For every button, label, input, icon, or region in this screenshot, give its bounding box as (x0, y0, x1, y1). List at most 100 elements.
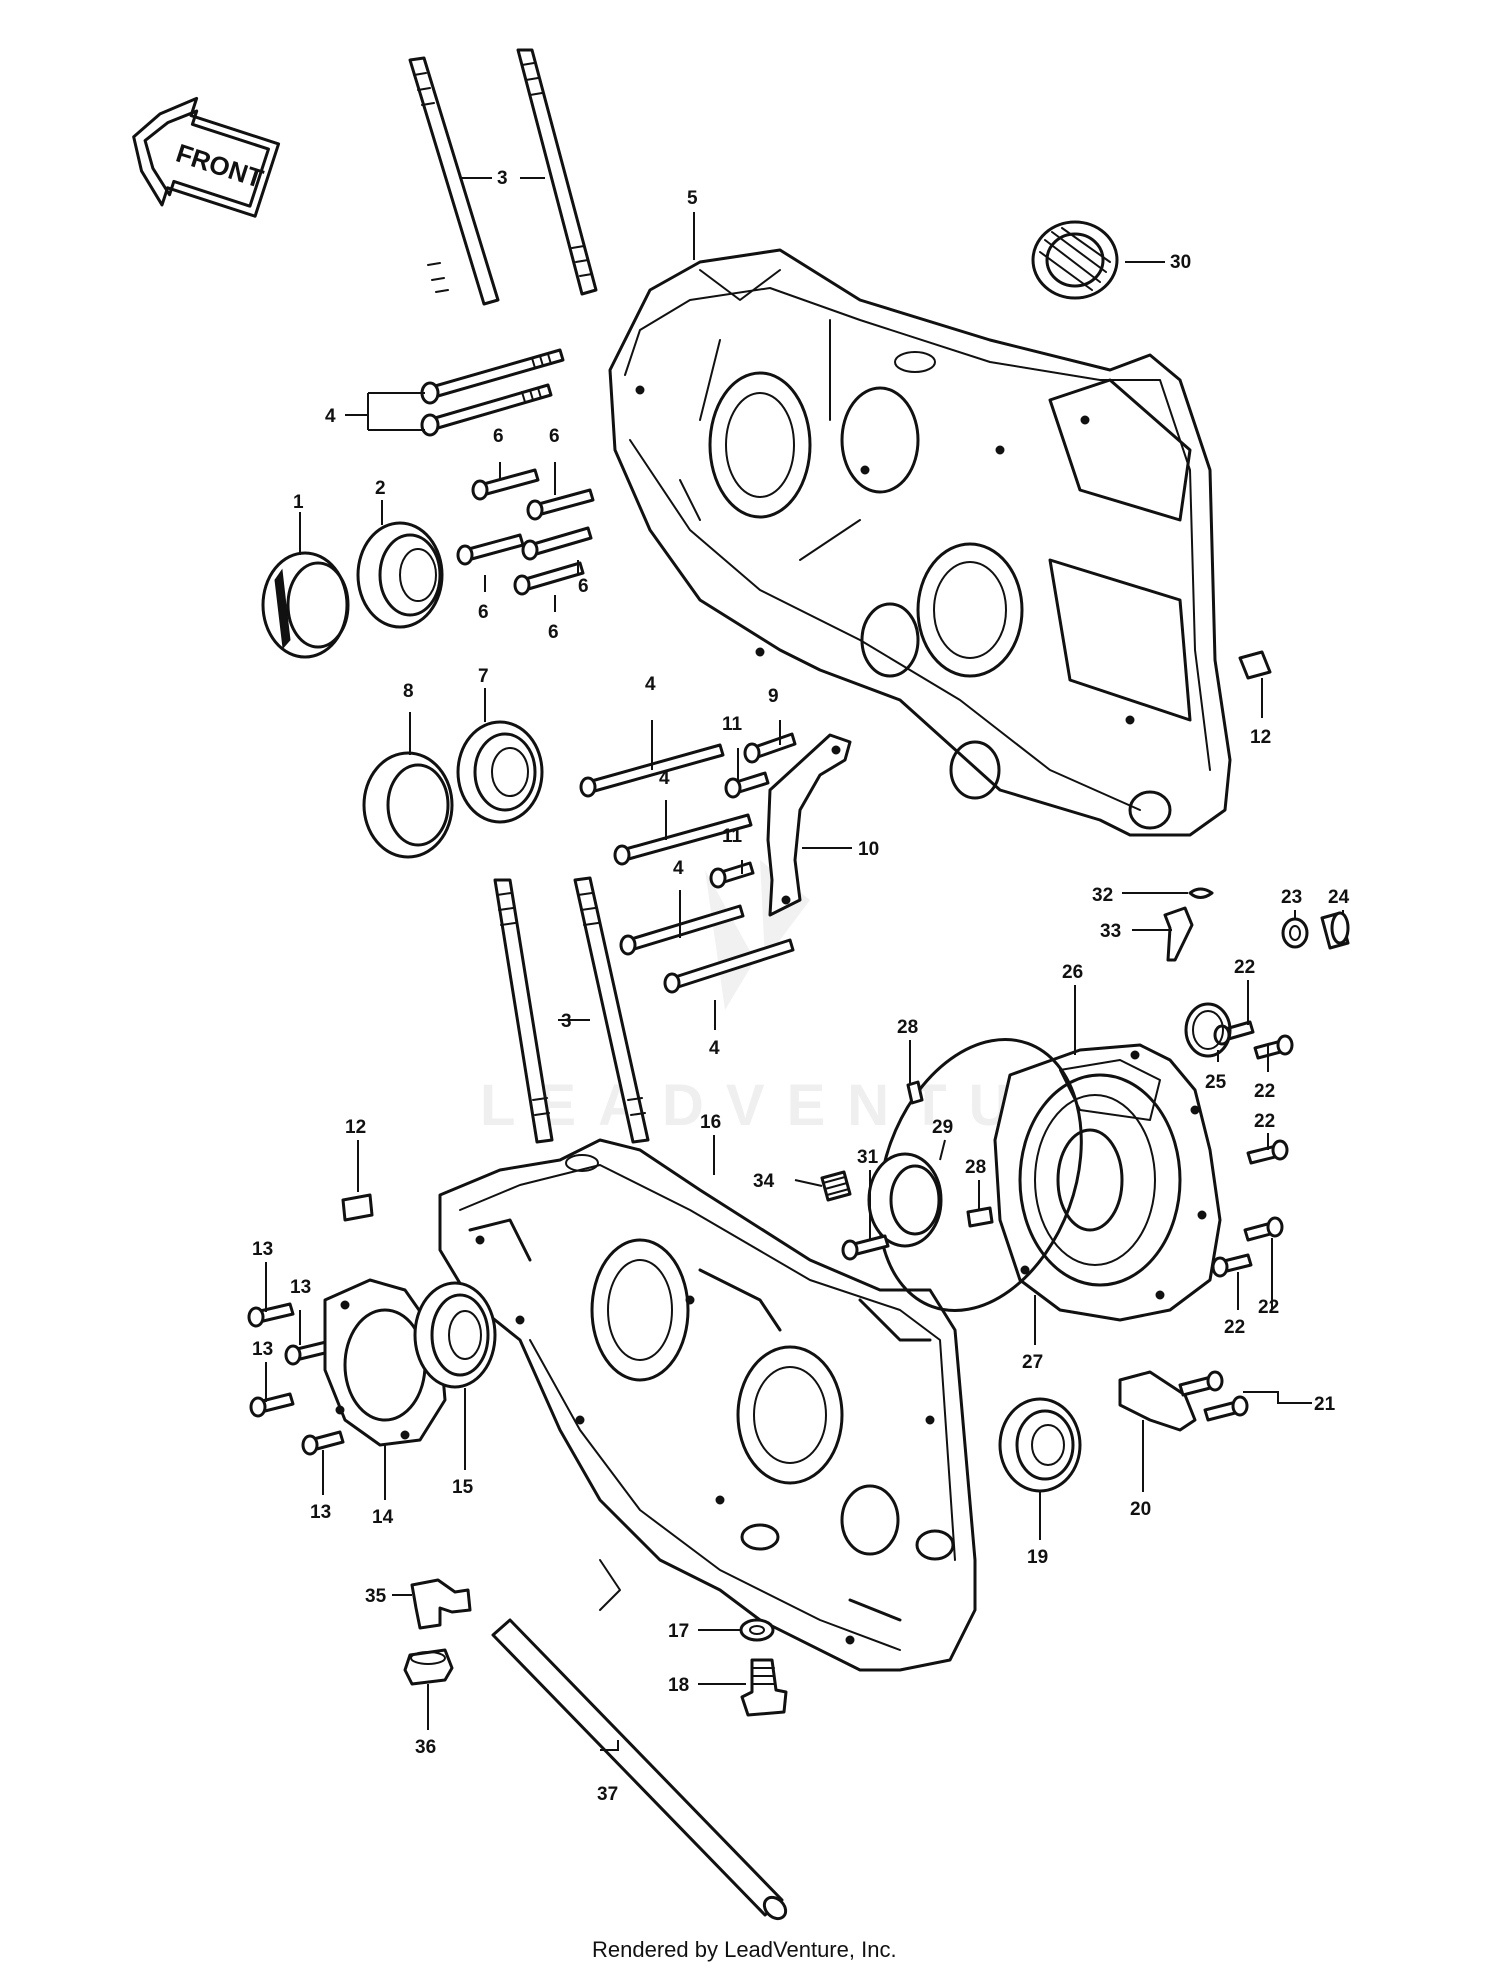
callout-19: 19 (1027, 1547, 1048, 1568)
callout-18: 18 (668, 1675, 689, 1696)
stud-upper-pair (408, 48, 598, 306)
crankcase-upper-half (608, 248, 1232, 837)
collar-24 (1320, 911, 1350, 950)
snap-ring (1184, 1002, 1232, 1058)
callout-3-lower: 3 (561, 1011, 572, 1032)
callout-31: 31 (857, 1147, 879, 1168)
breather-fitting (1163, 906, 1194, 962)
callout-22-e: 22 (1258, 1297, 1279, 1318)
callout-37: 37 (597, 1784, 618, 1805)
callout-4-mid-b: 4 (659, 768, 670, 789)
callout-12-lower: 12 (345, 1117, 366, 1138)
stud-lower-pair (493, 876, 650, 1144)
callout-33: 33 (1100, 921, 1121, 942)
ball-bearing-lower-left (456, 720, 544, 824)
callout-27: 27 (1022, 1352, 1043, 1373)
front-direction-arrow: FRONT (132, 96, 281, 218)
callout-6-b: 6 (549, 426, 560, 447)
stopper-plate (1118, 1370, 1197, 1432)
plate-screws-13 (247, 1302, 345, 1456)
callout-36: 36 (415, 1737, 436, 1758)
callout-2: 2 (375, 478, 386, 499)
callout-labels: 3 5 30 4 6 6 1 2 6 6 6 8 7 4 9 11 4 11 1… (252, 168, 1350, 1805)
o-ring-cover (877, 1037, 1083, 1313)
chain-guide-bracket (766, 733, 852, 917)
callout-4-mid-d: 4 (709, 1038, 720, 1059)
callout-22-b: 22 (1254, 1081, 1275, 1102)
callout-7: 7 (478, 666, 489, 687)
elbow-fitting (410, 1578, 472, 1630)
callout-15: 15 (452, 1477, 474, 1498)
ball-bearing-left (356, 521, 444, 629)
cover-screws-set (1211, 1020, 1294, 1278)
callout-25: 25 (1205, 1072, 1227, 1093)
oil-seal-lower-left (362, 751, 454, 859)
crankcase-side-cover (993, 1043, 1222, 1322)
callout-22-a: 22 (1234, 957, 1255, 978)
callout-20: 20 (1130, 1499, 1151, 1520)
callout-17: 17 (668, 1621, 689, 1642)
callout-9: 9 (768, 686, 779, 707)
callout-4-mid-c: 4 (673, 858, 684, 879)
stopper-screws-21 (1178, 1370, 1249, 1422)
callout-6-a: 6 (493, 426, 504, 447)
callout-35: 35 (365, 1586, 387, 1607)
callout-22-d: 22 (1224, 1317, 1245, 1338)
callout-11-b: 11 (722, 826, 743, 847)
callout-22-c: 22 (1254, 1111, 1275, 1132)
dowel-pin-28-upper (906, 1080, 924, 1105)
bolts-short-set (456, 468, 595, 596)
callout-26: 26 (1062, 962, 1083, 983)
callout-34: 34 (753, 1171, 775, 1192)
callout-1: 1 (293, 492, 304, 513)
callout-10: 10 (858, 839, 879, 860)
needle-bearing-cage (1031, 220, 1119, 300)
callout-24: 24 (1328, 887, 1350, 908)
callout-16: 16 (700, 1112, 721, 1133)
oil-seal-cover (867, 1152, 943, 1248)
callout-30: 30 (1170, 252, 1191, 273)
ball-bearing-19 (998, 1397, 1082, 1493)
leader-lines (265, 177, 1344, 1751)
callout-28-upper: 28 (897, 1017, 918, 1038)
callout-13-b: 13 (290, 1277, 311, 1298)
callout-21: 21 (1314, 1394, 1336, 1415)
ball-bearing-15 (413, 1281, 497, 1389)
callout-12-upper: 12 (1250, 727, 1271, 748)
dowel-pin-28-lower (966, 1206, 994, 1228)
callout-11-a: 11 (722, 714, 743, 735)
crankcase-lower-half (438, 1138, 977, 1672)
washer-23 (1281, 917, 1309, 949)
bolts-mid-set (579, 743, 795, 994)
callout-3-upper: 3 (497, 168, 508, 189)
oil-seal-left (261, 551, 350, 659)
retaining-clip (1188, 887, 1214, 899)
threaded-plug (820, 1170, 852, 1202)
callout-13-d: 13 (310, 1502, 331, 1523)
callout-6-c: 6 (478, 602, 489, 623)
callout-13-a: 13 (252, 1239, 273, 1260)
callout-14: 14 (372, 1507, 394, 1528)
callout-29: 29 (932, 1117, 953, 1138)
screw-31 (841, 1234, 890, 1261)
callout-13-c: 13 (252, 1339, 273, 1360)
callout-6-d: 6 (578, 576, 589, 597)
footer-credit: Rendered by LeadVenture, Inc. (592, 1937, 897, 1962)
callout-6-e: 6 (548, 622, 559, 643)
breather-hose (491, 1618, 788, 1921)
callout-28-lower: 28 (965, 1157, 986, 1178)
dowel-pin-upper (1238, 650, 1272, 680)
callout-8: 8 (403, 681, 414, 702)
callout-32: 32 (1092, 885, 1113, 906)
bolts-upper-pair (420, 348, 565, 437)
rubber-grommet (403, 1648, 454, 1686)
drain-plug (740, 1658, 788, 1717)
callout-4-upper: 4 (325, 406, 336, 427)
drain-washer (739, 1618, 775, 1642)
screws-small-set (709, 732, 797, 889)
dowel-pin-lower (341, 1193, 374, 1222)
callout-4-mid-a: 4 (645, 674, 656, 695)
callout-23: 23 (1281, 887, 1302, 908)
callout-5: 5 (687, 188, 698, 209)
